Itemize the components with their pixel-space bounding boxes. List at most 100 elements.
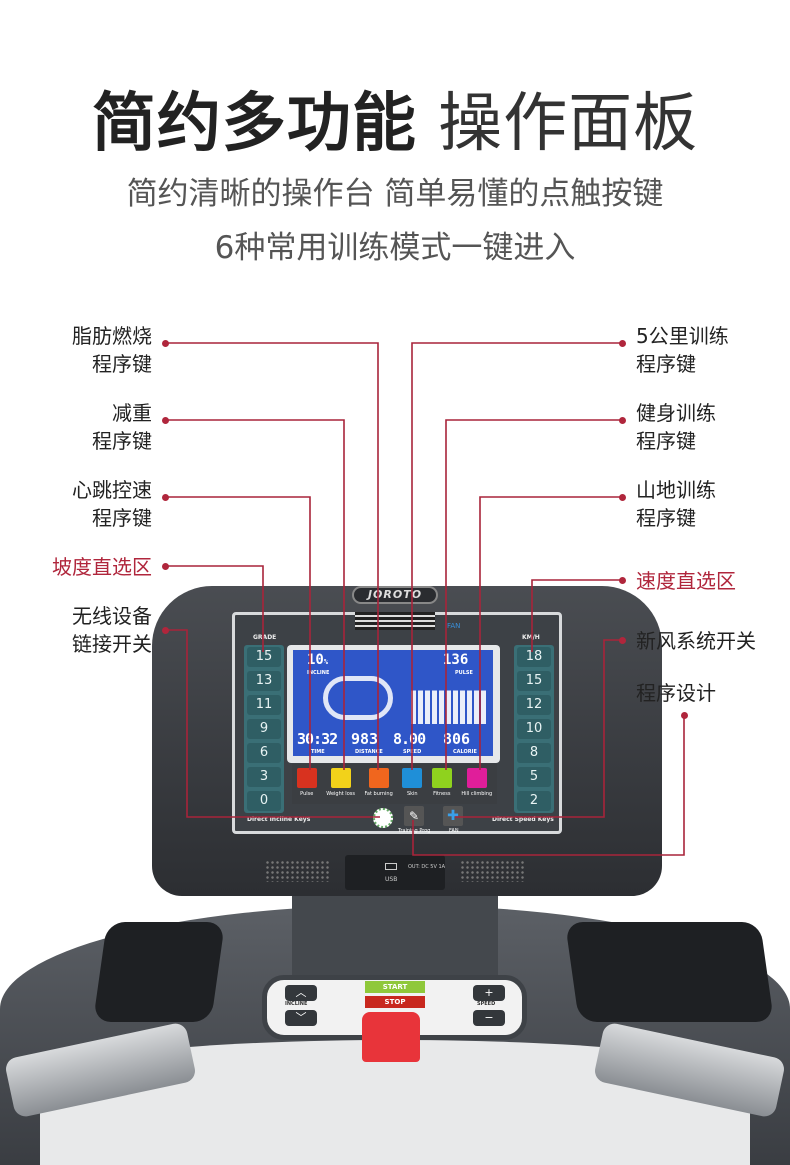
line-fan [455,639,622,818]
line-incline-keys [165,565,264,652]
speed-key[interactable]: 10 [517,719,551,739]
line-training-prog [412,715,685,856]
training-prog-button[interactable]: ✎ [404,806,424,826]
wireless-button[interactable] [373,808,393,828]
incline-unit: % [323,658,329,666]
annotation-text: 山地训练 [636,478,716,502]
incline-keys: 15 13 11 9 6 3 0 [244,645,284,813]
program-label: Fitness [433,791,451,797]
fan-button[interactable]: ✚ [443,806,463,826]
annotation-text: 坡度直选区 [52,555,152,579]
fan-label: FAN [449,828,459,834]
line-wireless [165,629,380,818]
speed-key[interactable]: 18 [517,647,551,667]
speed-value: 8.00 [393,730,426,748]
usb-output-label: OUT: DC 5V 1A [408,864,446,870]
annotation-text: 减重 [112,401,152,425]
line-5km [411,342,622,770]
program-icon [466,768,487,788]
incline-down-button[interactable]: ﹀ [285,1010,317,1026]
annotation-text: 链接开关 [72,632,152,656]
pulse-label: PULSE [455,670,473,676]
program-label: Pulse [300,791,314,797]
annotation-text: 程序键 [92,429,152,453]
annotation-right-4: 新风系统开关 [636,627,756,655]
incline-key[interactable]: 0 [247,791,281,811]
annotation-dot [161,562,169,570]
annotation-dot [618,576,626,584]
incline-key[interactable]: 13 [247,671,281,691]
annotation-dot [618,416,626,424]
program-key[interactable]: Skin [402,768,423,797]
program-icon [330,768,351,788]
vent [355,612,435,630]
annotation-dot [618,493,626,501]
annotation-text: 速度直选区 [636,569,736,593]
training-prog-label: Training Prog [398,828,431,834]
annotation-text: 程序键 [636,352,696,376]
program-key[interactable]: Fitness [431,768,452,797]
time-value: 30:32 [297,730,338,748]
speed-key[interactable]: 5 [517,767,551,787]
annotation-dot [161,416,169,424]
page-title: 简约多功能 操作面板 [91,87,699,161]
usb-port[interactable] [385,863,397,870]
annotation-text: 新风系统开关 [636,629,756,653]
calorie-label: CALORIE [453,749,477,755]
incline-key[interactable]: 9 [247,719,281,739]
speed-keys-label: Direct Speed Keys [492,816,554,823]
stop-button[interactable]: STOP [365,996,425,1008]
grade-label: GRADE [253,634,277,641]
annotation-text: 5公里训练 [636,324,729,348]
subtitle-2: 6种常用训练模式一键进入 [214,230,576,266]
annotation-text: 程序设计 [636,681,716,705]
annotation-text: 心跳控速 [72,478,152,502]
program-icon [402,768,423,788]
speed-keys: 18 15 12 10 8 5 2 [514,645,554,813]
incline-key[interactable]: 6 [247,743,281,763]
program-key[interactable]: Pulse [296,768,317,797]
annotation-dot [618,339,626,347]
annotation-left-1: 减重程序键 [92,399,152,455]
line-pulse [165,496,311,770]
brand-logo: JOROTO [352,586,438,604]
speed-key[interactable]: 15 [517,671,551,691]
speed-key[interactable]: 8 [517,743,551,763]
program-label: Weight loss [326,791,355,797]
annotation-text: 健身训练 [636,401,716,425]
distance-value: 983 [351,730,379,748]
incline-lcd-label: INCLINE [307,670,330,676]
incline-key[interactable]: 15 [247,647,281,667]
start-button[interactable]: START [365,981,425,993]
annotation-left-2: 心跳控速程序键 [72,476,152,532]
line-speed-keys [531,579,622,652]
incline-key[interactable]: 11 [247,695,281,715]
annotation-text: 程序键 [636,506,696,530]
speed-key[interactable]: 2 [517,791,551,811]
safety-key[interactable] [362,1012,420,1062]
annotation-right-3: 速度直选区 [636,567,736,595]
calorie-value: 806 [443,730,471,748]
line-fat-burning [165,342,379,770]
speed-key[interactable]: 12 [517,695,551,715]
annotation-text: 程序键 [92,506,152,530]
program-key[interactable]: Hill climbing [461,768,492,797]
program-key[interactable]: Weight loss [326,768,355,797]
line-hill [479,496,622,770]
annotation-right-2: 山地训练程序键 [636,476,716,532]
incline-keys-label: Direct Incline Keys [247,816,311,823]
incline-value: 10 [307,652,324,668]
annotation-right-5: 程序设计 [636,679,716,707]
incline-key[interactable]: 3 [247,767,281,787]
annotation-text: 脂肪燃烧 [72,324,152,348]
bar-graph [411,682,486,724]
program-icon [296,768,317,788]
speed-plus-button[interactable]: + [473,985,505,1001]
usb-panel [345,855,445,890]
program-label: Hill climbing [461,791,493,797]
left-speaker [265,860,330,882]
incline-up-button[interactable]: ︿ [285,985,317,1001]
program-key[interactable]: Fat burning [365,768,393,797]
speed-minus-button[interactable]: − [473,1010,505,1026]
